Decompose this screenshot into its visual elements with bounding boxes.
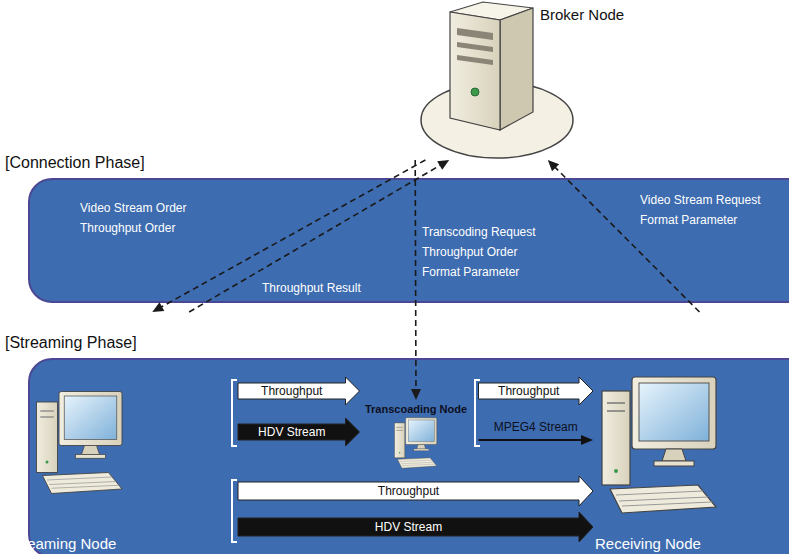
edge-label: Video Stream Order Throughput Order [80,198,200,238]
server-icon [405,0,575,160]
arrowhead [437,160,449,170]
edge-label: HDV Stream [375,520,442,534]
node-label: Broker Node [540,6,624,23]
edge-label: Throughput Result [262,278,361,298]
arrowhead [411,389,421,400]
node-label: Streaming Node [8,535,116,552]
block-arrow [238,377,360,405]
edge-label: Transcoding Request Throughput Order For… [422,222,547,282]
arrowhead [581,435,593,445]
computer-icon [381,417,451,469]
arrow-shape [238,512,593,542]
dashed-connector [189,160,449,312]
broker-server: Broker Node [405,0,575,160]
dashed-line [161,160,425,307]
computer-icon [35,370,125,515]
block-arrow [479,377,594,405]
stream-arrow [479,435,594,445]
edge-label: Throughput [261,384,322,398]
computer-node: Transcoading Node [362,400,471,470]
edge-label: MPEG4 Stream [494,420,578,434]
computer-icon [600,375,720,515]
block-arrow [238,418,360,446]
edge-label: HDV Stream [258,425,325,439]
edge-label: Throughput [498,384,559,398]
arrow-shape [238,476,593,506]
block-arrow [238,476,593,506]
computer-node: Receiving Node [595,312,785,552]
phase-heading: [Streaming Phase] [5,334,137,352]
block-arrow [238,512,593,542]
arrow-shape [238,377,360,405]
edge-label: Throughput [378,484,439,498]
dashed-connector [152,160,425,312]
dashed-connector [411,160,421,400]
node-label: Receiving Node [595,535,701,552]
edge-label: Video Stream Request Format Parameter [640,190,778,230]
arrow-shape [238,418,360,446]
dashed-connector [548,160,700,312]
dashed-line [414,160,416,390]
arrowhead [548,160,559,171]
node-label: Transcoading Node [365,403,467,415]
dashed-line [189,165,440,312]
dashed-line [555,167,700,312]
arrow-shape [479,377,594,405]
arrowhead [152,302,164,312]
stream-line [479,439,584,441]
phase-heading: [Connection Phase] [5,154,145,172]
